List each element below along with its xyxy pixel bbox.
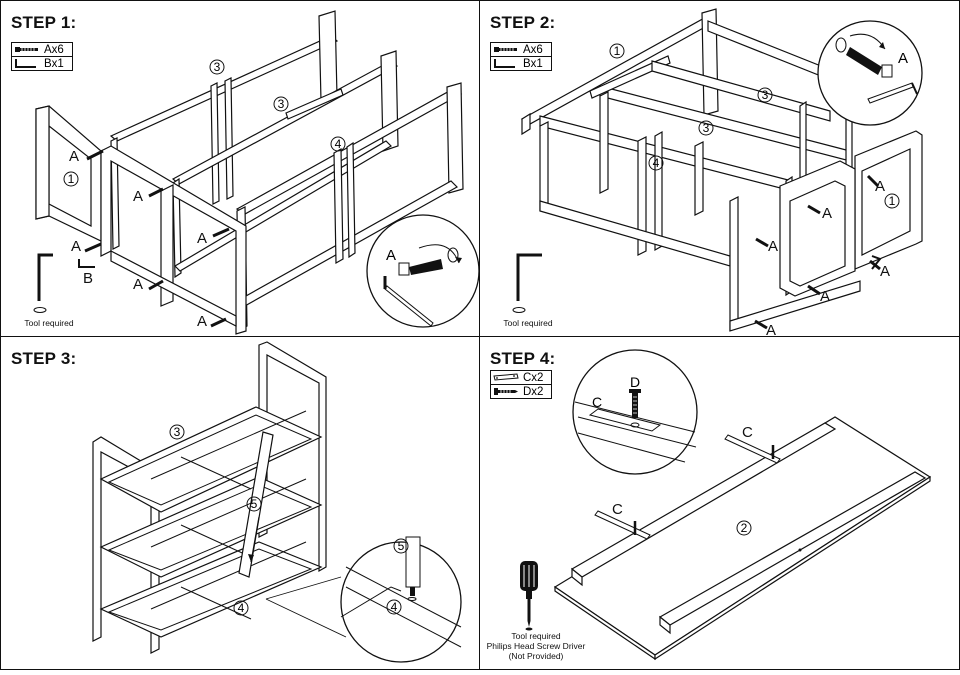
parts-row-d: Dx2	[490, 384, 552, 399]
callout-a: A	[875, 178, 885, 195]
callout-a: A	[71, 238, 81, 255]
callout-a: A	[766, 322, 776, 336]
callout-a: A	[820, 288, 830, 305]
top-board-2	[553, 416, 932, 661]
panel-4-front	[235, 82, 464, 333]
step-1-panel: STEP 1: Ax6 Bx1	[1, 1, 480, 337]
step-3-illustration: 3 5 4 5 4	[92, 341, 462, 663]
panel-2-side	[100, 145, 247, 335]
callouts-step1: A A A A A A B	[69, 148, 207, 330]
detail-slot-insert: 5 4	[265, 536, 462, 663]
num-1: 1	[68, 172, 75, 186]
callouts-step4: C C	[612, 424, 753, 518]
callout-a: A	[822, 205, 832, 222]
screwdriver-icon	[520, 561, 538, 631]
tool-line-3: (Not Provided)	[508, 651, 564, 661]
callout-d: D	[630, 374, 640, 390]
num-3b: 3	[278, 97, 285, 111]
num-5b: 5	[398, 539, 405, 553]
part-a-label: Ax6	[523, 43, 543, 56]
step-2-panel: STEP 2: Ax6 Bx1	[480, 1, 959, 337]
tool-required-label: Tool required	[503, 318, 553, 328]
part-numbers-step4: 2	[736, 520, 752, 536]
bolts-step1	[78, 149, 230, 328]
tool-line-2: Philips Head Screw Driver	[486, 641, 586, 651]
brackets	[594, 434, 781, 540]
num-3a: 3	[762, 88, 769, 102]
num-2: 2	[741, 521, 748, 535]
num-4b: 4	[391, 600, 398, 614]
callout-c: C	[612, 501, 623, 518]
part-numbers-step2: 1 3 3 4 1	[609, 43, 900, 209]
part-a-label: Ax6	[44, 43, 64, 56]
callout-a: A	[69, 148, 79, 165]
step-4-panel: STEP 4: Cx2 Dx2	[480, 337, 959, 669]
part-c-label: Cx2	[523, 371, 544, 384]
callout-a: A	[880, 263, 890, 280]
callout-a: A	[898, 50, 908, 67]
part-numbers-step3: 3 5 4	[169, 424, 262, 616]
step-3-panel: STEP 3:	[1, 337, 480, 669]
allen-key-icon	[15, 59, 36, 68]
part-b-label: Bx1	[523, 57, 543, 70]
part-numbers-step1: 1 3 3 4	[63, 59, 346, 187]
num-3: 3	[174, 425, 181, 439]
detail-bolt-insert: A	[366, 214, 479, 328]
step-2-parts-list: Ax6 Bx1	[490, 42, 552, 71]
panel-1-side	[779, 130, 923, 297]
parts-row-a: Ax6	[11, 42, 73, 57]
allen-key-tool	[512, 253, 542, 313]
num-1b: 1	[889, 194, 896, 208]
callout-c: C	[742, 424, 753, 441]
tool-required-label: Tool required	[24, 318, 74, 328]
step-4-title: STEP 4:	[490, 349, 556, 368]
part-d-label: Dx2	[523, 385, 544, 398]
num-4: 4	[653, 156, 660, 170]
num-4: 4	[335, 137, 342, 151]
tool-required-label: Tool required Philips Head Screw Driver …	[486, 631, 586, 661]
step-4-parts-list: Cx2 Dx2	[490, 370, 552, 399]
num-3a: 3	[214, 60, 221, 74]
step-2-illustration: 1 3 3 4 1 A A A A A A	[512, 8, 923, 336]
num-4: 4	[238, 601, 245, 615]
step-1-title: STEP 1:	[11, 13, 77, 32]
num-5: 5	[251, 497, 258, 511]
panel-3-back	[109, 10, 339, 250]
shelf-unit	[92, 341, 327, 654]
step-3-title: STEP 3:	[11, 349, 77, 368]
bolt-icon	[15, 47, 38, 52]
step-4-illustration: 2 C C D C	[520, 349, 932, 661]
bracket-icon	[493, 373, 519, 381]
callout-b: B	[83, 270, 93, 287]
callout-a: A	[197, 230, 207, 247]
num-3b: 3	[703, 121, 710, 135]
allen-key-tool	[33, 253, 53, 313]
callout-c: C	[592, 394, 602, 410]
callouts-step2: A A A A A A	[766, 178, 890, 336]
detail-bolt-insert: A	[817, 20, 923, 126]
tool-line-1: Tool required	[511, 631, 561, 641]
parts-row-b: Bx1	[490, 56, 552, 71]
panel-1-side	[35, 105, 102, 242]
screw-icon	[494, 388, 518, 395]
callout-a: A	[768, 238, 778, 255]
step-1-parts-list: Ax6 Bx1	[11, 42, 73, 71]
allen-key-icon	[494, 59, 515, 68]
callout-a: A	[133, 276, 143, 293]
callout-a: A	[197, 313, 207, 330]
bolts-step2	[754, 174, 882, 330]
bolt-icon	[494, 47, 517, 52]
callout-a: A	[386, 247, 396, 264]
part-b-label: Bx1	[44, 57, 64, 70]
callout-a: A	[133, 188, 143, 205]
num-1: 1	[614, 44, 621, 58]
detail-screw-bracket: D C	[572, 349, 698, 475]
step-1-illustration: 1 3 3 4 A A A A A A B	[33, 10, 479, 335]
step-2-title: STEP 2:	[490, 13, 556, 32]
parts-row-b: Bx1	[11, 56, 73, 71]
